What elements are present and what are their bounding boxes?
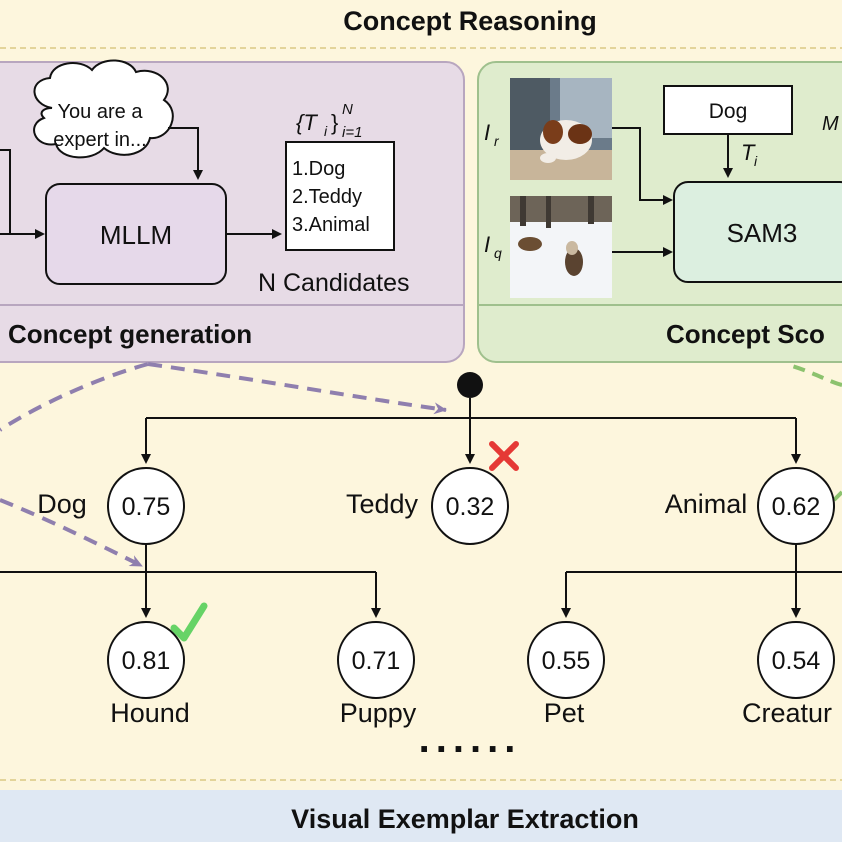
node-creature-label: Creatur	[742, 698, 832, 728]
header-title: Concept Reasoning	[343, 6, 597, 36]
node-pet	[527, 621, 605, 699]
generation-left-arrow	[0, 362, 149, 432]
node-creature-score: 0.54	[772, 647, 821, 675]
node-teddy-score: 0.32	[446, 493, 495, 521]
left-input-line	[0, 149, 11, 234]
node-creature	[757, 621, 835, 699]
set-label-sub-i: i	[324, 123, 328, 139]
tree-ellipsis: ......	[419, 717, 522, 761]
candidate-1: 1.Dog	[292, 158, 345, 180]
node-pet-score: 0.55	[542, 647, 591, 675]
concept-scoring-label: Concept Sco	[666, 319, 825, 349]
node-pet-label: Pet	[544, 698, 585, 728]
bubble-to-mllm-arrow	[168, 127, 203, 180]
prompt-bubble: You are a expert in...	[33, 59, 174, 159]
reference-image	[510, 78, 612, 180]
accept-icon	[170, 602, 208, 642]
ti-sub: i	[754, 153, 758, 169]
footer-band	[0, 790, 842, 842]
bubble-line-1: You are a	[58, 101, 144, 123]
node-puppy	[337, 621, 415, 699]
node-dog-score: 0.75	[122, 493, 171, 521]
generation-to-root-arrow	[147, 362, 447, 415]
mllm-label: MLLM	[100, 220, 172, 250]
text-prompt-label: Dog	[709, 100, 748, 123]
second-expansion-arrow	[0, 498, 143, 568]
set-label-sup: N	[342, 101, 353, 118]
reject-icon	[489, 441, 519, 471]
footer-title: Visual Exemplar Extraction	[291, 804, 639, 834]
header-band	[0, 0, 842, 50]
ir-label: I	[484, 120, 490, 145]
candidates-box	[285, 141, 395, 251]
ir-to-sam-arrow	[612, 127, 673, 205]
node-teddy	[431, 467, 509, 545]
node-hound	[107, 621, 185, 699]
sam3-box	[673, 181, 842, 283]
set-label-base: {T	[296, 110, 318, 135]
node-teddy-label: Teddy	[346, 489, 419, 519]
query-image	[510, 196, 612, 298]
m-label: M	[822, 113, 839, 135]
iq-sub: q	[494, 245, 502, 261]
iq-label: I	[484, 232, 490, 257]
node-animal-score: 0.62	[772, 493, 821, 521]
candidate-3: 3.Animal	[292, 214, 370, 236]
score-feedback-arrow	[791, 364, 842, 387]
ti-label: T	[741, 140, 756, 165]
set-label-sub: i=1	[342, 124, 362, 141]
sam3-label: SAM3	[727, 218, 798, 248]
node-hound-label: Hound	[110, 698, 190, 728]
node-hound-score: 0.81	[122, 647, 171, 675]
node-puppy-label: Puppy	[340, 698, 417, 728]
tree-root-node	[457, 372, 483, 398]
candidate-2: 2.Teddy	[292, 186, 362, 208]
node-animal-label: Animal	[665, 489, 748, 519]
node-puppy-score: 0.71	[352, 647, 401, 675]
candidates-caption: N Candidates	[258, 269, 409, 297]
score-feedback-arrow-2	[832, 490, 842, 502]
set-label-close: }	[331, 110, 338, 135]
bubble-line-2: expert in...	[53, 129, 146, 151]
text-prompt-box	[663, 85, 793, 135]
node-dog-label: Dog	[37, 489, 87, 519]
candidate-set-label: {T i } N i=1	[296, 101, 362, 141]
ir-sub: r	[494, 133, 500, 149]
concept-generation-label: Concept generation	[8, 319, 252, 349]
